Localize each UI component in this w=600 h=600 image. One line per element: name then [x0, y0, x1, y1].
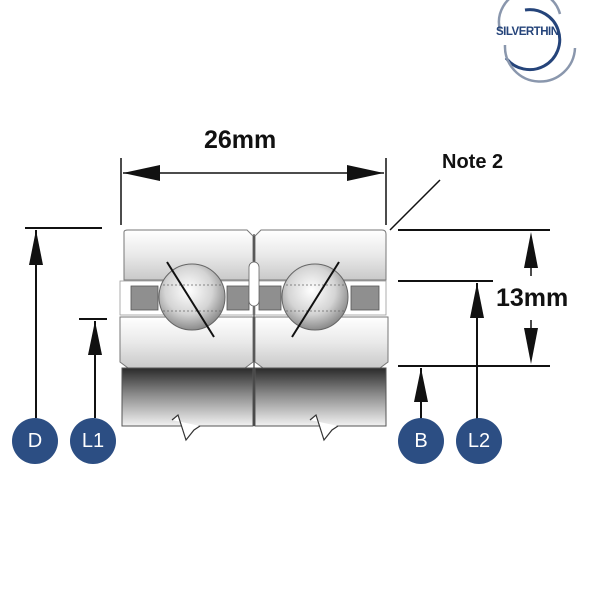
height-dimension	[398, 229, 550, 425]
left-dimensions	[25, 227, 107, 418]
logo-text: SILVERTHIN	[496, 26, 559, 38]
right-bearing	[254, 229, 389, 442]
note-leader-line	[389, 179, 441, 231]
height-dimension-label: 13mm	[496, 284, 569, 312]
badge-l2: L2	[456, 418, 502, 464]
badge-d: D	[12, 418, 58, 464]
badge-l1: L1	[70, 418, 116, 464]
note-label: Note 2	[442, 151, 504, 173]
silverthin-logo	[497, 0, 577, 83]
width-dimension	[120, 158, 387, 225]
width-dimension-label: 26mm	[204, 126, 277, 154]
left-bearing	[119, 229, 254, 442]
bearing-pair	[119, 229, 389, 442]
badge-b: B	[398, 418, 444, 464]
